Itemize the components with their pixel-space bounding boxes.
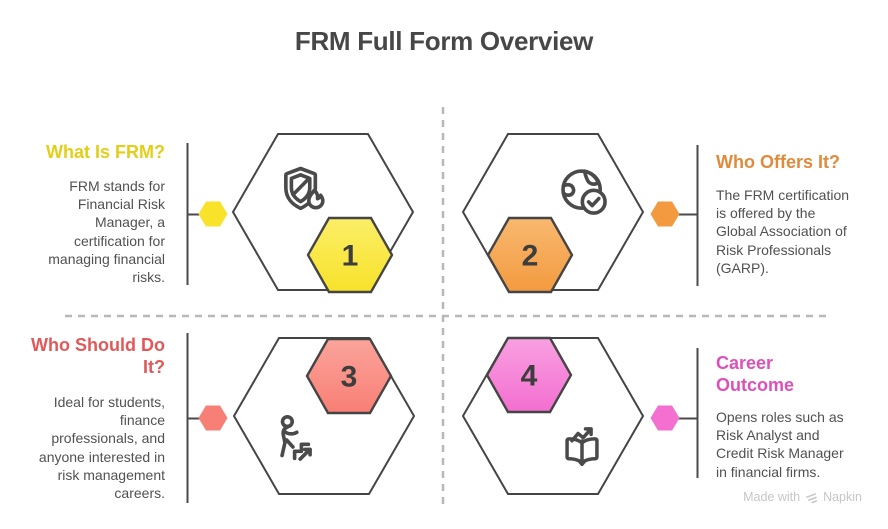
step-number-3: 3 — [341, 361, 358, 394]
connector-hexagon-4 — [650, 405, 680, 431]
number-hexagon-1-shape — [306, 216, 394, 294]
connector-hexagon-1-shape — [198, 201, 228, 227]
body-who-should-do-it: Ideal for students, finance professional… — [38, 394, 165, 502]
connector-hexagon-3-shape — [198, 405, 228, 431]
globe-check-icon — [561, 169, 607, 215]
connector-hexagon-1 — [198, 201, 228, 227]
heading-who-should-do-it: Who Should Do It? — [31, 335, 165, 377]
person-climbing-stairs-icon — [280, 414, 312, 461]
body-who-offers-it: The FRM certification is offered by the … — [716, 187, 850, 276]
number-hexagon-3-shape — [305, 337, 393, 415]
step-number-2: 2 — [522, 240, 539, 273]
number-hexagon-3: 3 — [305, 337, 393, 415]
step-number-1: 1 — [342, 240, 359, 273]
connector-hexagon-4-shape — [650, 405, 680, 431]
number-hexagon-1: 1 — [306, 216, 394, 294]
number-hexagon-4: 4 — [485, 336, 573, 414]
connector-hexagon-2-shape — [650, 201, 680, 227]
step-number-4: 4 — [521, 360, 538, 393]
heading-career-outcome: Career Outcome — [716, 353, 795, 395]
napkin-logo-icon — [806, 492, 818, 503]
heading-who-offers-it: Who Offers It? — [716, 152, 840, 172]
connector-hexagon-3 — [198, 405, 228, 431]
body-what-is-frm: FRM stands for Financial Risk Manager, a… — [48, 178, 165, 286]
shield-security-icon — [284, 166, 325, 211]
watermark-brand: Napkin — [823, 490, 862, 504]
book-growth-icon — [565, 427, 599, 467]
number-hexagon-2: 2 — [486, 216, 574, 294]
watermark-made-with: Made with — [743, 490, 801, 504]
heading-what-is-frm: What Is FRM? — [46, 142, 165, 162]
connector-lines — [186, 143, 699, 503]
number-hexagon-4-shape — [485, 336, 573, 414]
connector-hexagon-2 — [650, 201, 680, 227]
number-hexagon-2-shape — [486, 216, 574, 294]
watermark: Made with Napkin — [743, 490, 862, 504]
body-career-outcome: Opens roles such as Risk Analyst and Cre… — [716, 409, 844, 480]
page-title: FRM Full Form Overview — [294, 26, 594, 56]
